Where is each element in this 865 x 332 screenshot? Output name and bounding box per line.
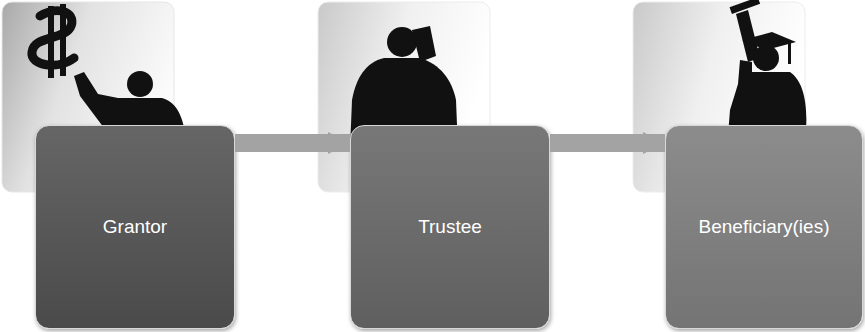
role-box: Beneficiary(ies) [665, 125, 863, 329]
role-label: Trustee [412, 216, 488, 238]
role-box: Grantor [35, 125, 235, 329]
role-text-group: Beneficiary(ies) [693, 216, 836, 238]
role-label: Beneficiary(ies) [693, 216, 836, 238]
role-label: Grantor [97, 216, 173, 238]
role-text-group: Grantor [97, 216, 173, 238]
role-text-group: Trustee [412, 216, 488, 238]
role-box: Trustee [350, 125, 550, 329]
flow-arrow [235, 134, 350, 152]
flow-arrow [550, 134, 665, 152]
